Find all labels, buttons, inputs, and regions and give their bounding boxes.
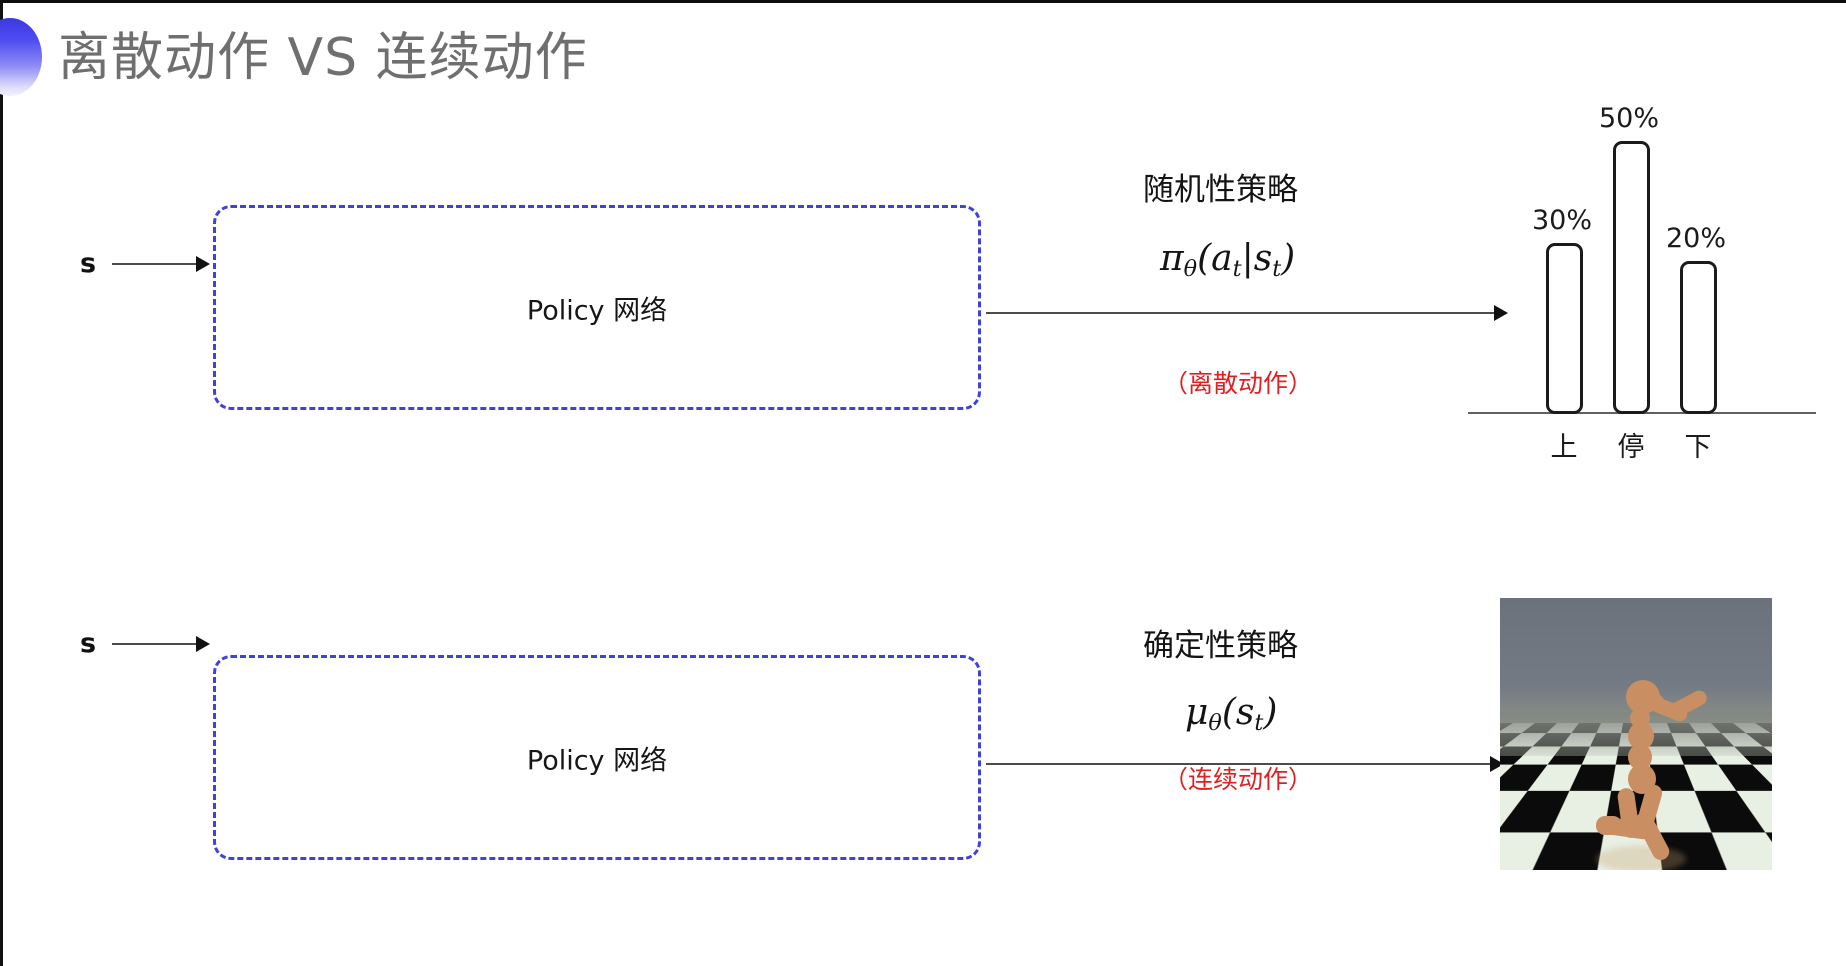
humanoid-simulation-image xyxy=(1500,598,1772,870)
page-title: 离散动作 VS 连续动作 xyxy=(58,28,588,88)
bar-category-label-0: 上 xyxy=(1550,432,1578,463)
formula-pi-symbol: π xyxy=(1160,238,1184,279)
row-discrete-input-arrow-line xyxy=(112,263,208,265)
formula-close-paren: ) xyxy=(1281,238,1296,279)
row-discrete-policy-kind: 随机性策略 xyxy=(1143,172,1298,208)
bar-value-label-0: 30% xyxy=(1531,205,1592,236)
formula-theta-subscript: θ xyxy=(1183,256,1198,283)
row-discrete-output-arrow-head xyxy=(1494,305,1508,321)
row-continuous-input-arrow-head xyxy=(196,636,210,652)
humanoid-shadow xyxy=(1596,846,1686,870)
formula-open-s: (s xyxy=(1221,692,1255,733)
row-continuous-input-label: s xyxy=(80,628,97,659)
bar-0[interactable] xyxy=(1546,243,1583,414)
formula-t-subscript-3: t xyxy=(1254,710,1264,737)
row-continuous-policy-box[interactable]: Policy 网络 xyxy=(213,655,981,860)
frame-edge-top xyxy=(0,0,1846,3)
row-discrete-output-arrow-line xyxy=(986,312,1504,314)
frame-edge-left xyxy=(0,0,3,966)
bar-category-label-2: 下 xyxy=(1684,432,1712,463)
row-discrete-policy-box[interactable]: Policy 网络 xyxy=(213,205,981,410)
formula-close-paren-2: ) xyxy=(1263,692,1278,733)
formula-t-subscript-1: t xyxy=(1232,256,1242,283)
formula-t-subscript-2: t xyxy=(1272,256,1282,283)
humanoid-back-foot xyxy=(1596,816,1622,835)
row-continuous-policy-box-label: Policy 网络 xyxy=(526,745,668,776)
bar-value-label-2: 20% xyxy=(1665,223,1726,254)
formula-given-s: |s xyxy=(1241,238,1273,279)
row-discrete-input-label: s xyxy=(80,248,97,279)
bar-2[interactable] xyxy=(1680,261,1717,414)
formula-mu-symbol: μ xyxy=(1185,692,1209,733)
row-continuous-output-arrow-line xyxy=(986,763,1504,765)
row-continuous-note: （连续动作） xyxy=(1163,765,1314,794)
row-continuous-input-arrow-line xyxy=(112,643,208,645)
bar-1[interactable] xyxy=(1613,141,1650,414)
row-discrete-input-arrow-head xyxy=(196,256,210,272)
bar-category-label-1: 停 xyxy=(1617,432,1645,463)
formula-theta-subscript-2: θ xyxy=(1208,710,1222,737)
row-continuous-policy-kind: 确定性策略 xyxy=(1143,628,1298,664)
humanoid-head xyxy=(1626,680,1660,714)
bar-value-label-1: 50% xyxy=(1598,103,1659,134)
row-discrete-note: （离散动作） xyxy=(1163,369,1314,398)
row-continuous-policy-formula: μθ(st) xyxy=(1185,692,1277,736)
title-accent-circle-decoration xyxy=(0,18,42,96)
row-discrete-policy-formula: πθ(at|st) xyxy=(1160,238,1295,282)
formula-open-a: (a xyxy=(1197,238,1233,279)
row-discrete-policy-box-label: Policy 网络 xyxy=(526,295,668,326)
discrete-action-bar-chart: 30% 上 50% 停 20% 下 xyxy=(1468,95,1818,463)
